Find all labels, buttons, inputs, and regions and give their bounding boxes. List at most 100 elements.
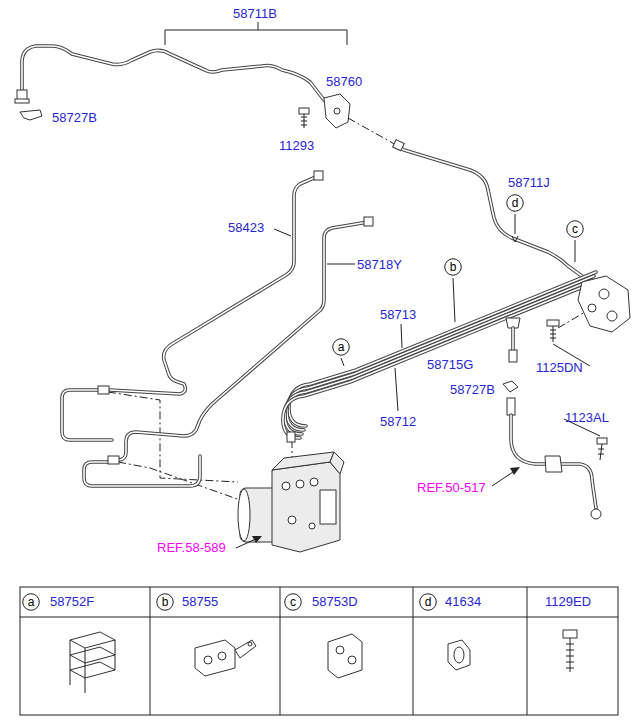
circle-outline xyxy=(23,594,40,611)
brake-tube-bundle xyxy=(283,284,590,438)
ref-arrow xyxy=(236,467,520,548)
reference-label: REF.50-517 xyxy=(417,480,486,495)
table-cell: 58753D xyxy=(312,594,358,609)
callout-letter: b xyxy=(450,261,457,274)
leader-line xyxy=(327,264,355,265)
brake-tube xyxy=(118,222,368,460)
brake-tube xyxy=(364,217,373,226)
circle-outline xyxy=(333,339,350,356)
tube-fitting xyxy=(15,99,29,103)
leader-line xyxy=(395,368,398,411)
abs-unit xyxy=(310,478,318,486)
reference-label: REF.58-589 xyxy=(157,540,226,555)
assembly-line xyxy=(348,118,398,146)
brake-tube xyxy=(393,140,590,282)
brake-tube xyxy=(108,456,119,464)
leader-line xyxy=(575,240,576,262)
tube-fitting xyxy=(15,90,29,103)
abs-unit xyxy=(238,489,250,541)
leader-line xyxy=(274,214,600,436)
grommet-icon xyxy=(448,640,470,670)
brake-hose xyxy=(507,398,515,415)
connector-block xyxy=(578,276,630,332)
bolt xyxy=(299,108,309,128)
brake-hose xyxy=(545,456,562,472)
callout-circle: a xyxy=(22,593,40,611)
parts-table xyxy=(20,587,618,715)
circle-outline xyxy=(285,594,302,611)
clip-icon xyxy=(204,656,212,664)
screw-icon xyxy=(566,638,574,672)
part-number: 58712 xyxy=(380,414,416,429)
leader-line xyxy=(401,324,402,348)
clip-icon xyxy=(70,647,115,663)
hose-fitting xyxy=(509,350,517,362)
clip-icon xyxy=(70,632,115,648)
part-number: 58711B xyxy=(233,6,277,21)
leader-line xyxy=(341,358,344,366)
grommet-icon xyxy=(448,640,470,670)
bolt xyxy=(299,108,309,114)
brake-tube xyxy=(62,171,323,440)
callout-circle: d xyxy=(419,593,437,611)
abs-unit xyxy=(320,490,336,524)
clip-icon xyxy=(328,634,362,678)
clip-icon xyxy=(195,640,235,676)
abs-unit xyxy=(330,452,344,474)
bolt xyxy=(547,320,559,342)
pipe-bracket xyxy=(324,94,350,128)
clip-icon xyxy=(248,642,252,646)
callout-letter: d xyxy=(425,596,432,609)
part-number: 1123AL xyxy=(565,410,609,425)
abs-unit xyxy=(282,482,290,490)
circle-outline xyxy=(507,195,524,212)
brake-hose xyxy=(591,509,601,519)
clip-icon xyxy=(70,632,115,693)
callout-circle: b xyxy=(444,258,462,276)
connector-block xyxy=(588,304,596,312)
callout-circle: a xyxy=(332,338,350,356)
ref-arrow xyxy=(510,467,520,475)
brake-tube xyxy=(22,46,324,100)
brake-tube xyxy=(22,46,324,100)
brake-tube xyxy=(110,176,318,394)
grommet-icon xyxy=(454,647,464,663)
circle-outline xyxy=(420,594,437,611)
table-cell: 1129ED xyxy=(545,594,591,609)
ref-arrow xyxy=(252,536,262,543)
part-number: 58760 xyxy=(326,74,362,89)
connector-block xyxy=(607,311,617,321)
clip-icon xyxy=(336,646,344,654)
assembly-line xyxy=(292,440,293,458)
screw-icon xyxy=(563,630,577,638)
bolt xyxy=(597,438,607,460)
part-number: 58423 xyxy=(228,220,264,235)
bolt xyxy=(547,320,559,326)
brake-tube-bundle xyxy=(287,432,295,442)
clip-icon xyxy=(70,640,115,693)
abs-unit xyxy=(272,452,334,470)
pipe-bracket xyxy=(324,94,350,128)
part-number: 58727B xyxy=(52,110,97,125)
part-number: 58727B xyxy=(450,382,495,397)
circle-outline xyxy=(567,221,584,238)
connector-block xyxy=(599,289,609,299)
brake-hose xyxy=(511,415,596,508)
bracket-line xyxy=(165,22,347,45)
circle-outline xyxy=(157,594,174,611)
brake-tube xyxy=(84,217,373,486)
part-number: 11293 xyxy=(279,138,314,153)
brake-tube xyxy=(84,456,200,486)
table-cell: 58752F xyxy=(50,594,94,609)
table-cell: 41634 xyxy=(445,594,481,609)
bracket-line xyxy=(165,22,347,45)
brake-tube-bundle xyxy=(283,284,590,438)
clip xyxy=(20,110,42,120)
brake-tube xyxy=(22,46,324,100)
bolt xyxy=(597,438,607,444)
connector-block xyxy=(578,276,630,332)
clip xyxy=(503,381,518,392)
abs-unit xyxy=(288,516,296,524)
brake-tube xyxy=(84,456,200,486)
brake-tube xyxy=(398,146,590,282)
